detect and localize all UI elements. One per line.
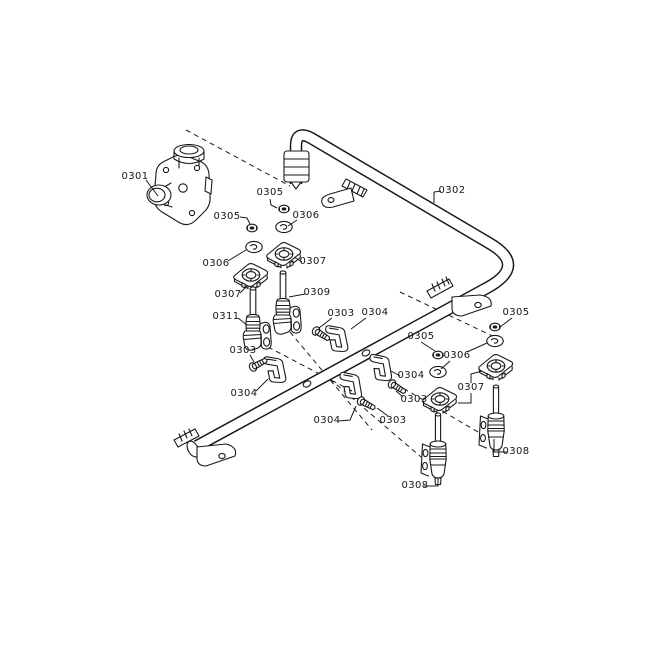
- part-label-0304-4: 0304: [313, 415, 341, 426]
- part-label-0304-3: 0304: [397, 370, 425, 381]
- washer-0306: [275, 220, 293, 234]
- inlet-fitting: [284, 151, 309, 189]
- nut-0305: [246, 223, 258, 233]
- part-label-0307-2: 0307: [214, 289, 242, 300]
- gas-tap-0311: [242, 286, 272, 351]
- pipe-outlet-nub: [361, 349, 371, 358]
- leader-lines: [146, 180, 512, 486]
- part-label-0304-1: 0304: [230, 388, 258, 399]
- part-label-0306-3: 0306: [443, 350, 471, 361]
- nut-0305: [489, 322, 501, 332]
- part-label-0302: 0302: [438, 185, 466, 196]
- gas-valve-0308: [420, 412, 447, 486]
- part-label-0305-1: 0305: [256, 187, 284, 198]
- pipe-bracket-right: [427, 277, 491, 316]
- clamp-0304: [368, 351, 393, 384]
- washer-0306: [429, 365, 447, 379]
- part-label-0308-2: 0308: [401, 480, 429, 491]
- manifold-pipe: [174, 135, 508, 466]
- part-label-0303-2: 0303: [327, 308, 355, 319]
- part-label-0305-4: 0305: [407, 331, 435, 342]
- washer-0306: [245, 240, 263, 254]
- mount-plate-0307: [233, 263, 269, 290]
- pipe-outlet-nub: [302, 380, 312, 389]
- washer-0306: [486, 334, 504, 348]
- nut-0305: [278, 204, 290, 214]
- mount-plate-0307: [422, 387, 458, 414]
- part-label-0305-2: 0305: [213, 211, 241, 222]
- mount-plate-0307: [266, 242, 302, 269]
- gas-tap-0309: [272, 270, 302, 335]
- part-label-0303-4: 0303: [379, 415, 407, 426]
- part-label-0301: 0301: [121, 171, 149, 182]
- part-label-0303-3: 0303: [400, 394, 428, 405]
- gas-pressure-regulator: [147, 145, 212, 225]
- part-label-0306-1: 0306: [292, 210, 320, 221]
- mount-plate-0307: [478, 354, 514, 381]
- part-label-0311: 0311: [212, 311, 240, 322]
- gas-valve-0308: [478, 384, 505, 458]
- part-label-0308-1: 0308: [502, 446, 530, 457]
- part-label-0309: 0309: [303, 287, 331, 298]
- pipe-bracket-top: [322, 179, 367, 208]
- part-label-0307-1: 0307: [299, 256, 327, 267]
- part-label-0305-3: 0305: [502, 307, 530, 318]
- clamp-0304: [338, 369, 363, 402]
- part-label-0304-2: 0304: [361, 307, 389, 318]
- nut-0305: [432, 350, 444, 360]
- part-label-0307-3: 0307: [457, 382, 485, 393]
- part-label-0306-2: 0306: [202, 258, 230, 269]
- pipe-bracket-end: [174, 429, 236, 466]
- part-label-0303-1: 0303: [229, 345, 257, 356]
